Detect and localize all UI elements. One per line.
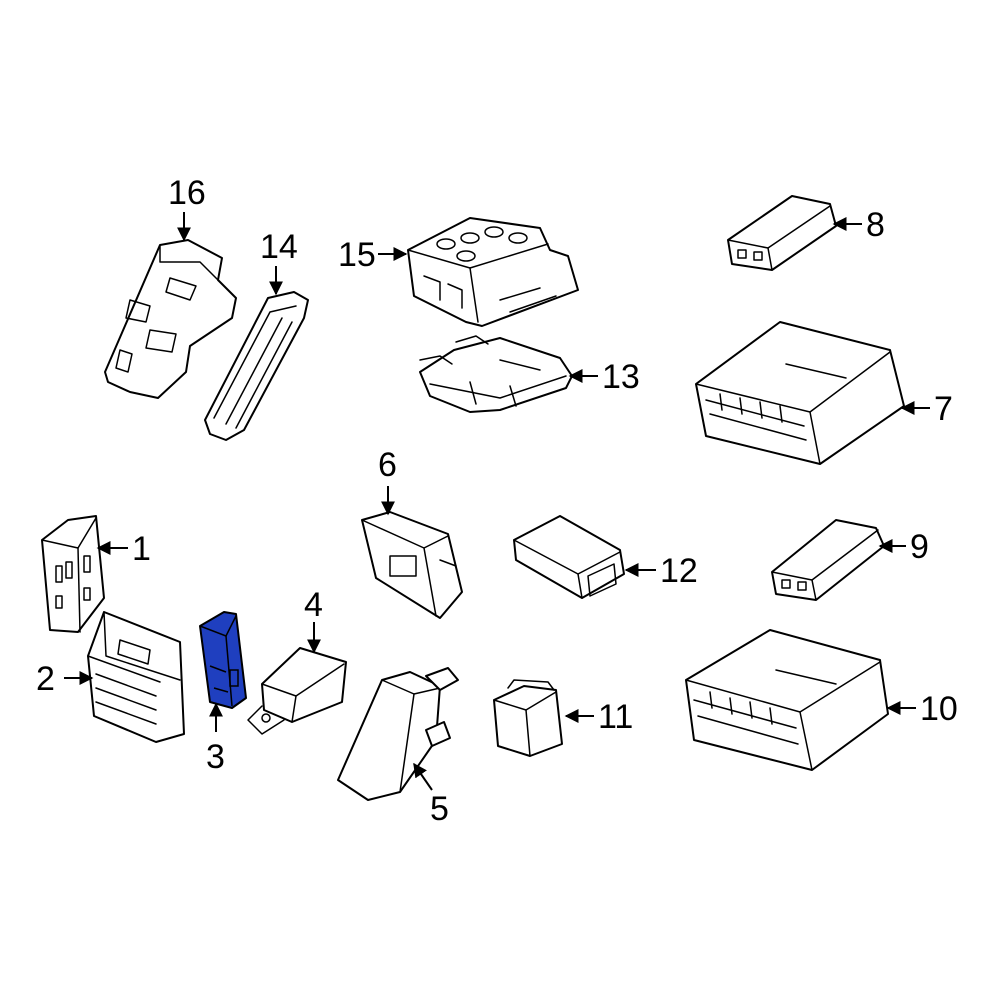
part-5-module[interactable] [337,667,459,801]
part-15-relay-box[interactable] [407,217,579,327]
part-1-module[interactable] [41,515,105,633]
part-11-box-module[interactable] [493,679,563,757]
part-4-sensor-module[interactable] [247,647,347,735]
callout-5: 5 [430,790,449,828]
callout-13: 13 [602,358,640,396]
part-3-module-highlighted[interactable] [199,611,247,709]
callout-8: 8 [866,206,885,244]
callout-15: 15 [338,236,376,274]
callout-12: 12 [660,552,698,590]
callout-9: 9 [910,528,929,566]
callout-16: 16 [168,174,206,212]
part-13-flat-module[interactable] [419,335,573,413]
callout-3: 3 [206,738,225,776]
part-9-connector-module[interactable] [771,519,885,601]
callout-2: 2 [36,660,55,698]
callout-14: 14 [260,228,298,266]
callout-6: 6 [378,446,397,484]
part-16-bracket[interactable] [104,239,237,399]
part-8-connector-module[interactable] [727,195,837,271]
part-2-ecu[interactable] [87,611,185,743]
part-14-slim-module[interactable] [204,291,309,441]
part-7-control-module[interactable] [695,321,905,465]
callout-labels: 1 2 3 4 5 6 7 8 9 10 11 12 13 14 15 16 [36,174,958,828]
leader-5 [413,762,433,791]
callout-7: 7 [934,390,953,428]
part-12-box[interactable] [513,515,625,599]
part-6-module[interactable] [361,511,463,619]
callout-11: 11 [598,698,633,736]
part-10-control-module[interactable] [685,629,889,771]
leader-lines [64,212,930,791]
callout-10: 10 [920,690,958,728]
callout-4: 4 [304,586,323,624]
callout-1: 1 [132,530,151,568]
